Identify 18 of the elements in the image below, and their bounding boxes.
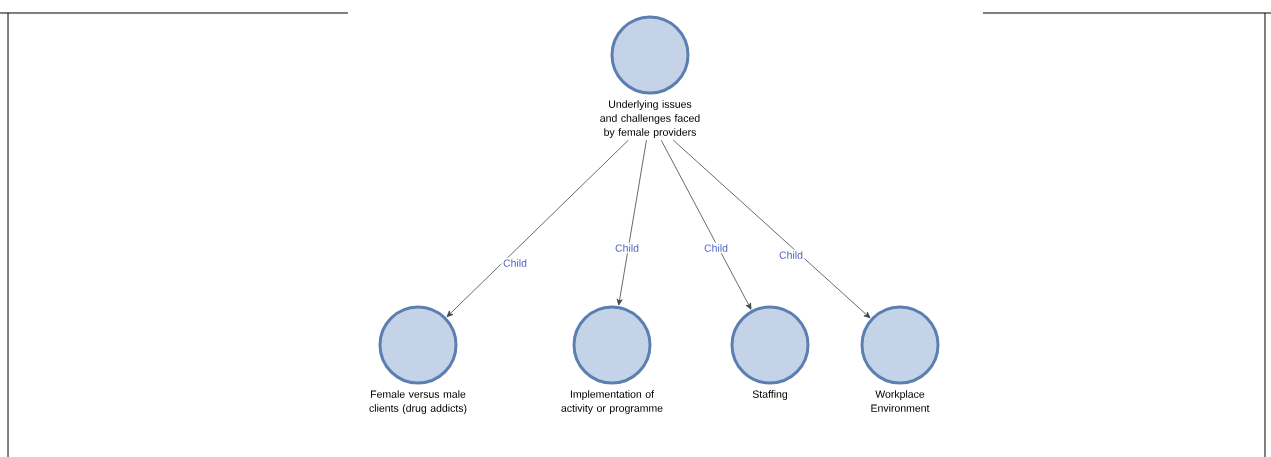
- node-label: Workplace Environment: [871, 390, 930, 412]
- edge-label: Child: [777, 249, 805, 261]
- arrow: [616, 139, 647, 306]
- edge-label: Child: [613, 242, 641, 254]
- edge-label: Child: [702, 242, 730, 254]
- arrow: [446, 139, 629, 318]
- circle-node: Female versus male clients (drug addicts): [369, 305, 467, 414]
- node-label: Female versus male clients (drug addicts): [369, 390, 467, 414]
- circle-node: Workplace Environment: [860, 305, 940, 412]
- node-label: Implementation of activity or programme: [561, 390, 663, 414]
- arrow: [660, 139, 752, 310]
- circle-node: Staffing: [730, 305, 810, 400]
- arrow: [672, 139, 871, 319]
- edge-label: Child: [501, 257, 529, 269]
- circle-node: Underlying issues and challenges faced by female providers: [600, 15, 700, 138]
- node-label: Underlying issues and challenges faced by female providers: [600, 100, 700, 138]
- circle-node: Implementation of activity or programme: [561, 305, 663, 414]
- node-label: Staffing: [752, 390, 788, 400]
